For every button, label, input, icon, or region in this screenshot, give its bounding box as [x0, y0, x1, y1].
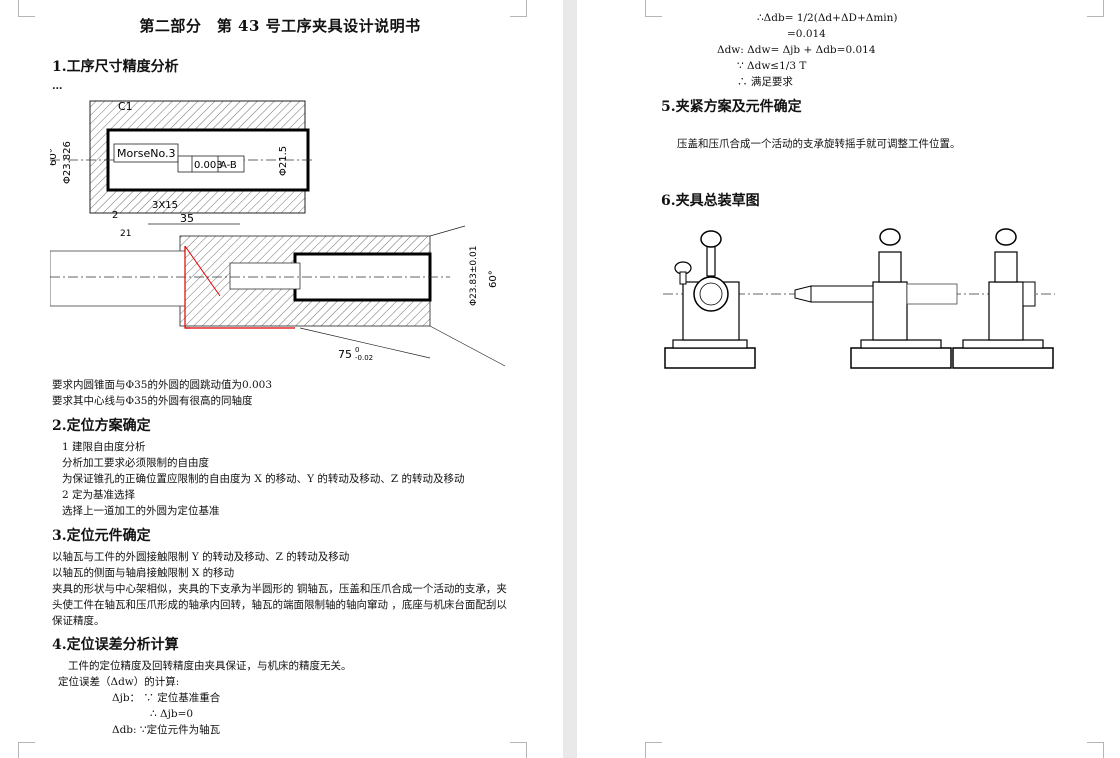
- angle-60-upper: 60°: [50, 148, 59, 166]
- dim-75-upper: 0: [355, 346, 359, 354]
- knob-third: [995, 228, 1017, 246]
- s1-line-2: 要求其中心线与Φ35的外圆有很高的同轴度: [52, 395, 253, 407]
- s2-line-3: 为保证锥孔的正确位置应限制的自由度为 X 的移动、Y 的转动及移动、Z 的转动及…: [62, 473, 465, 485]
- s2-line-1: 1 建限自由度分析: [62, 441, 146, 453]
- s2-line-5: 选择上一道加工的外圆为定位基准: [62, 505, 220, 517]
- s4-line-2: 定位误差（Δdw）的计算:: [58, 676, 180, 688]
- s2-line-4: 2 定为基准选择: [62, 489, 136, 501]
- s4-line-4: ∴ Δjb=0: [150, 708, 194, 720]
- dim-75: 75: [338, 348, 352, 361]
- section-heading-4: 4.定位误差分析计算: [52, 637, 179, 653]
- knob-side: [879, 228, 901, 246]
- section-heading-3: 3.定位元件确定: [52, 528, 151, 544]
- dia-215: Φ21.5: [278, 146, 289, 176]
- section-heading-2: 2.定位方案确定: [52, 418, 151, 434]
- dim-21: 21: [120, 229, 131, 239]
- s5-line: 压盖和压爪合成一个活动的支承旋转摇手就可调整工件位置。: [677, 138, 961, 150]
- dim-75-lower: -0.02: [355, 354, 373, 362]
- calc-line-3: Δdw: Δdw= Δjb + Δdb=0.014: [717, 44, 876, 56]
- s3-line-2: 以轴瓦的侧面与轴肩接触限制 X 的移动: [52, 567, 235, 579]
- s2-line-2: 分析加工要求必须限制的自由度: [62, 457, 209, 469]
- body-side: [872, 281, 908, 341]
- document-page-left: 第二部分 第 43 号工序夹具设计说明书 1.工序尺寸精度分析 … MorseN…: [18, 0, 527, 758]
- dia-23826: Φ23.826: [62, 141, 73, 184]
- calc-line-1: ∴Δdb= 1/2(Δd+ΔD+Δmin): [757, 12, 898, 24]
- s3-line-1: 以轴瓦与工件的外圆接触限制 Y 的转动及移动、Z 的转动及移动: [52, 551, 350, 563]
- dim-35: 35: [180, 212, 194, 225]
- document-title: 第二部分 第 43 号工序夹具设计说明书: [139, 17, 421, 35]
- angle-60-lower: 60°: [488, 270, 499, 288]
- crop-mark: [645, 742, 662, 758]
- dim-2: 2: [112, 210, 118, 221]
- crop-mark: [18, 742, 35, 758]
- section-heading-6: 6.夹具总装草图: [661, 193, 760, 209]
- crop-mark: [1087, 0, 1104, 17]
- s1-line-1: 要求内圆锥面与Φ35的外圆的圆跳动值为0.003: [52, 379, 273, 391]
- workpiece-shaft: [810, 285, 874, 303]
- ellipsis: …: [52, 80, 63, 92]
- morse-label: MorseNo.3: [117, 147, 176, 160]
- s4-line-3: Δjb： ∵ 定位基准重合: [112, 692, 221, 704]
- calc-line-5: ∴ 满足要求: [737, 76, 793, 88]
- section-heading-1: 1.工序尺寸精度分析: [52, 59, 179, 75]
- body-third: [988, 281, 1024, 341]
- base-third: [952, 347, 1054, 369]
- dim-3x15: 3X15: [152, 200, 178, 211]
- calc-line-2: =0.014: [787, 28, 826, 40]
- s4-line-1: 工件的定位精度及回转精度由夹具保证，与机床的精度无关。: [68, 660, 352, 672]
- chamfer-label: C1: [118, 100, 133, 113]
- crop-mark: [510, 742, 527, 758]
- page-gutter: [563, 0, 577, 758]
- datum-ref: A-B: [220, 160, 237, 171]
- section-heading-5: 5.夹紧方案及元件确定: [661, 99, 802, 115]
- runout-tolerance: 0.003: [194, 160, 223, 171]
- crop-mark: [18, 0, 35, 17]
- fixture-assembly-svg: [663, 228, 1055, 369]
- calc-line-4: ∵ Δdw≤1/3 T: [737, 60, 807, 72]
- shaft-outline: [49, 250, 186, 307]
- part-section-drawing-svg: MorseNo.3 0.003 A-B C1 Φ23.826 Φ21.5 60°…: [48, 100, 506, 367]
- dia-2383: Φ23.83±0.01: [469, 246, 479, 306]
- part-section-drawing: MorseNo.3 0.003 A-B C1 Φ23.826 Φ21.5 60°…: [48, 96, 510, 380]
- fixture-assembly-drawing: [663, 222, 1063, 376]
- s4-line-5: Δdb: ∵定位元件为轴瓦: [112, 724, 221, 736]
- base-front: [664, 347, 756, 369]
- crop-mark: [1087, 742, 1104, 758]
- document-page-right: ∴Δdb= 1/2(Δd+ΔD+Δmin) =0.014 Δdw: Δdw= Δ…: [577, 0, 1120, 758]
- base-side: [850, 347, 952, 369]
- crop-mark: [510, 0, 527, 17]
- knob-front: [700, 230, 722, 248]
- s3-paragraph: 夹具的形状与中心架相似，夹具的下支承为半圆形的 铜轴瓦，压盖和压爪合成一个活动的…: [52, 583, 507, 627]
- crop-mark: [645, 0, 662, 17]
